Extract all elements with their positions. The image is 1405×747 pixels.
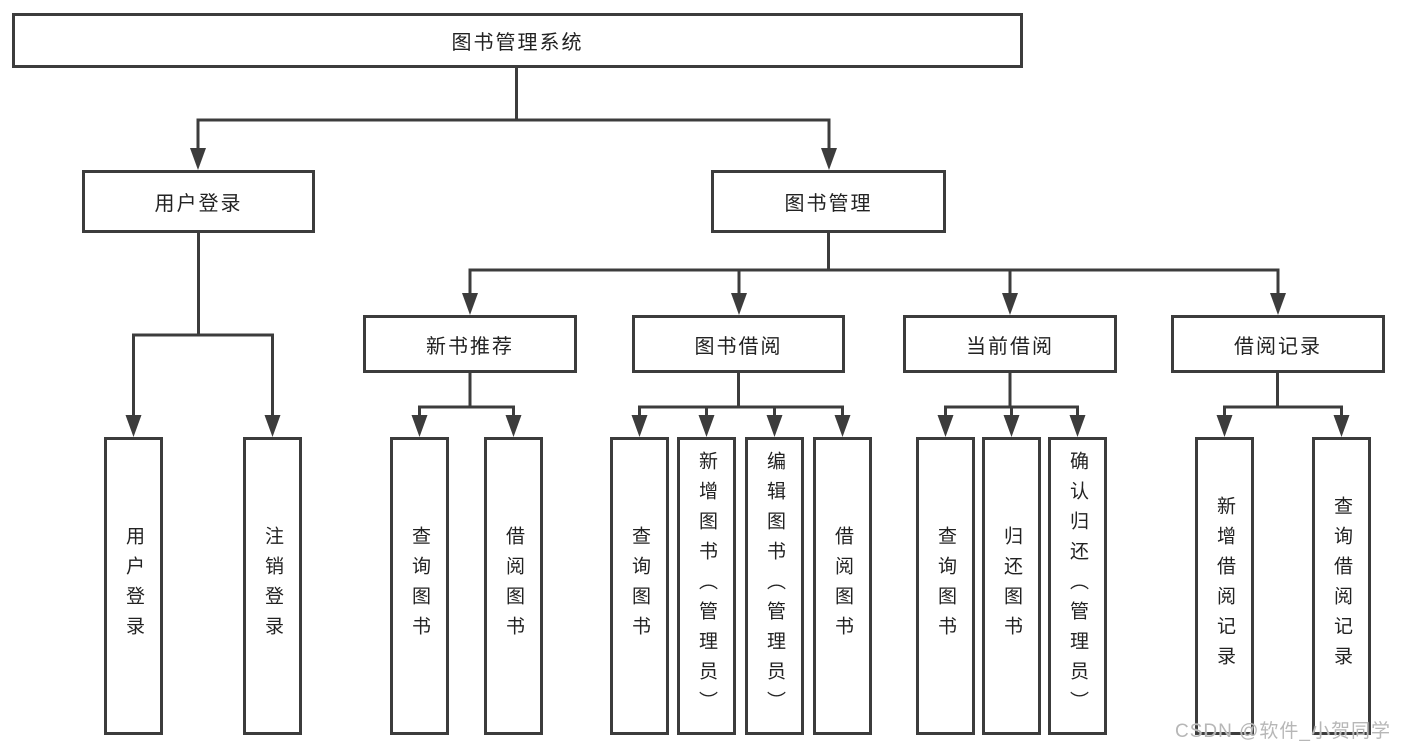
node-label: 用户登录 [154,193,243,215]
leaf-label: 编辑图书（管理员） [764,451,785,721]
node-book-management: 图书管理 [711,170,946,233]
node-user-login: 用户登录 [82,170,315,233]
node-label: 图书管理系统 [451,32,584,54]
leaf-query-books-recommend: 查询图书 [390,437,449,735]
node-label: 图书借阅 [694,335,783,358]
leaf-label: 注销登录 [262,526,283,646]
leaf-add-books-admin: 新增图书（管理员） [677,437,736,735]
node-label: 新书推荐 [426,335,514,358]
leaf-label: 查询图书 [629,526,650,646]
leaf-confirm-return-admin: 确认归还（管理员） [1048,437,1107,735]
node-label: 图书管理 [784,193,873,215]
leaf-add-borrow-record: 新增借阅记录 [1195,437,1254,735]
leaf-label: 借阅图书 [503,526,524,646]
leaf-label: 新增借阅记录 [1214,496,1235,676]
csdn-watermark: CSDN @软件_小贺同学 [1175,721,1391,742]
node-label: 借阅记录 [1234,335,1322,358]
leaf-user-login: 用户登录 [104,437,163,735]
leaf-query-books-borrow: 查询图书 [610,437,669,735]
leaf-label: 查询借阅记录 [1331,496,1352,676]
leaf-label: 查询图书 [935,526,956,646]
leaf-label: 查询图书 [409,526,430,646]
node-new-book-recommendation: 新书推荐 [363,315,577,373]
leaf-borrow-books-recommend: 借阅图书 [484,437,543,735]
leaf-borrow-books: 借阅图书 [813,437,872,735]
leaf-label: 确认归还（管理员） [1067,451,1088,721]
leaf-query-borrow-record: 查询借阅记录 [1312,437,1371,735]
leaf-label: 新增图书（管理员） [696,451,717,721]
leaf-query-books-current: 查询图书 [916,437,975,735]
leaf-label: 归还图书 [1001,526,1022,646]
node-label: 当前借阅 [966,335,1054,358]
leaf-logout: 注销登录 [243,437,302,735]
node-current-borrowing: 当前借阅 [903,315,1117,373]
node-library-management-system: 图书管理系统 [12,13,1023,68]
connector-elbows [132,68,1343,422]
leaf-edit-books-admin: 编辑图书（管理员） [745,437,804,735]
leaf-label: 用户登录 [123,526,144,646]
leaf-return-books: 归还图书 [982,437,1041,735]
leaf-label: 借阅图书 [832,526,853,646]
node-borrowing-records: 借阅记录 [1171,315,1385,373]
node-book-borrowing: 图书借阅 [632,315,845,373]
arrowhead-icons [125,148,1350,437]
